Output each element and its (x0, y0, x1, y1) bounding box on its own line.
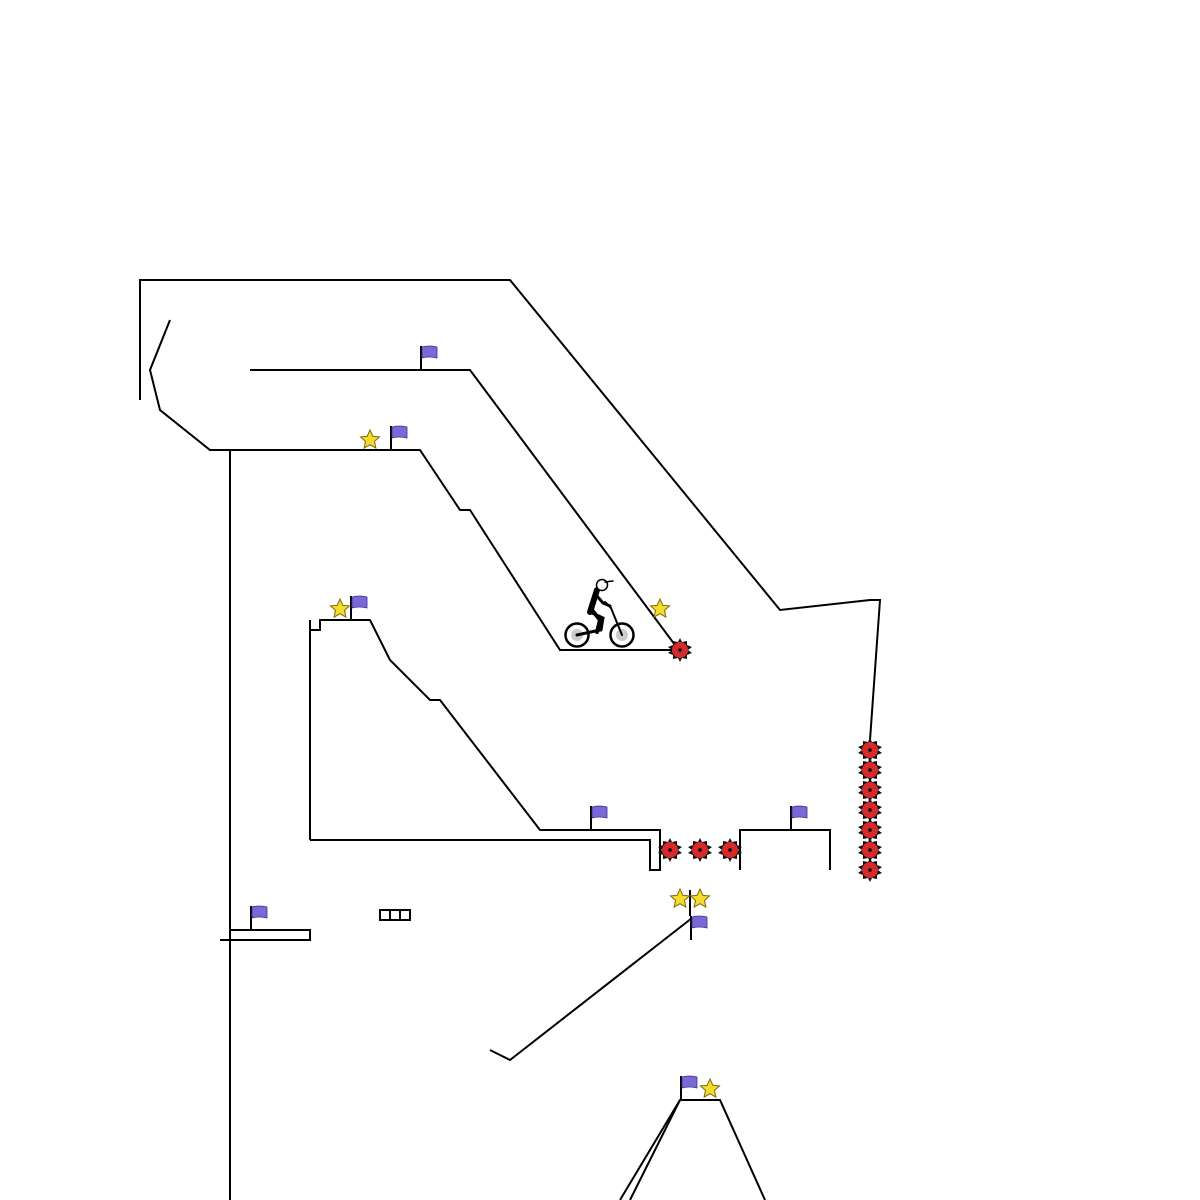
star-icon (700, 1078, 720, 1098)
bomb-icon (718, 838, 742, 862)
bomb-icon (688, 838, 712, 862)
checkpoint-flag-icon (350, 595, 368, 621)
bike-rider[interactable] (564, 578, 635, 648)
top-ramp-line (250, 369, 676, 646)
bomb-icon (858, 858, 882, 882)
checkpoint-flag-icon (790, 805, 808, 831)
outer-track-line (139, 279, 882, 741)
upper-ramp-line (148, 319, 680, 651)
bottom-hill-line (619, 1099, 766, 1200)
small-box (379, 909, 411, 921)
middle-ramp-line (309, 619, 661, 871)
bombs (658, 638, 882, 882)
star-icon (360, 429, 380, 449)
left-ledge-line (220, 929, 311, 941)
lower-ramp-line (489, 917, 693, 1062)
star-icon (330, 598, 350, 618)
rider-icon (587, 578, 614, 634)
track-lines (139, 279, 882, 1200)
stars (330, 429, 720, 1098)
checkpoint-flag-icon (690, 915, 708, 941)
bottom-hill-inner-line (629, 1099, 681, 1200)
checkpoint-flag-icon (420, 345, 438, 371)
checkpoints (250, 345, 808, 1101)
checkpoint-flag-icon (390, 425, 408, 451)
checkpoint-flag-icon (590, 805, 608, 831)
star-icon (670, 888, 690, 908)
right-platform-line (739, 829, 831, 870)
checkpoint-flag-icon (250, 905, 268, 931)
checkpoint-flag-icon (680, 1075, 698, 1101)
star-icon (690, 888, 710, 908)
bomb-icon (658, 838, 682, 862)
